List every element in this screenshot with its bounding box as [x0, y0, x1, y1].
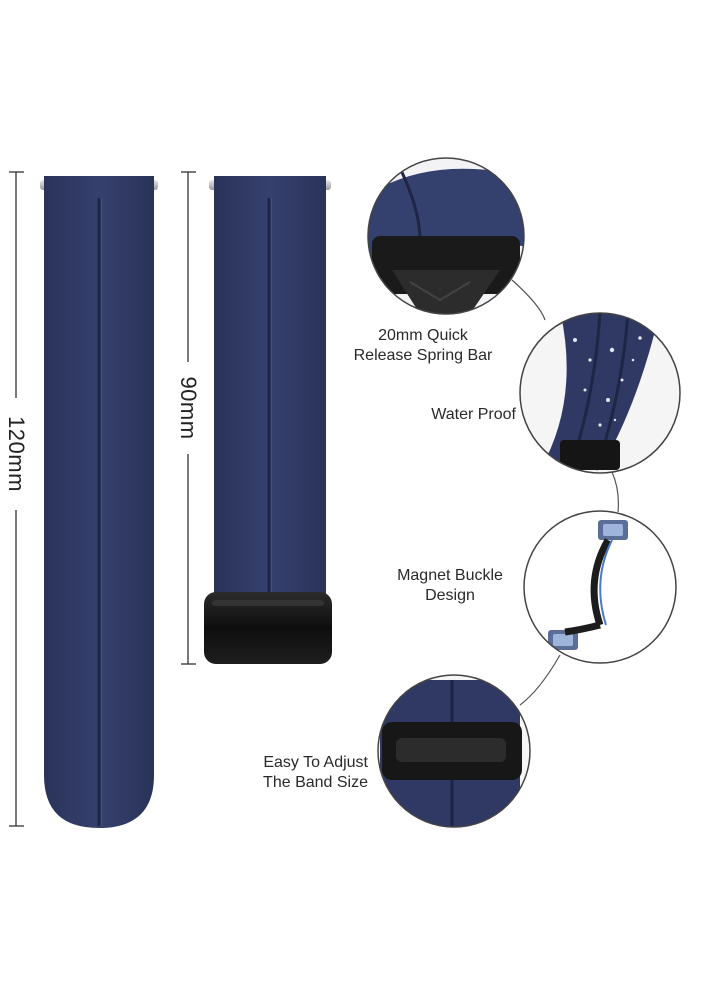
magnet-buckle-piece: [204, 592, 332, 664]
length-120mm-label: 120mm: [4, 416, 29, 492]
water-proof-label: Water Proof: [398, 405, 516, 425]
water-proof-label-line1: Water Proof: [431, 406, 516, 423]
spring-bar-label-line2: Release Spring Bar: [353, 347, 493, 364]
water-proof-closeup: [519, 312, 681, 474]
connector-lines: [511, 279, 619, 706]
adjust-size-label: Easy To Adjust The Band Size: [224, 753, 368, 793]
magnet-buckle-label-line2: Design: [425, 587, 475, 604]
spring-bar-label-line1: 20mm Quick: [378, 327, 468, 344]
magnet-buckle-label-line1: Magnet Buckle: [397, 567, 503, 584]
spring-bar-label: 20mm Quick Release Spring Bar: [342, 326, 504, 366]
spring-bar-closeup: [367, 157, 525, 315]
adjust-size-label-line1: Easy To Adjust: [263, 754, 368, 771]
adjust-size-closeup: [377, 674, 531, 828]
long-band-strap: [40, 176, 158, 828]
magnet-buckle-label: Magnet Buckle Design: [380, 566, 520, 606]
length-90mm-label: 90mm: [176, 376, 201, 440]
magnet-buckle-closeup: [523, 510, 677, 664]
adjust-size-label-line2: The Band Size: [263, 774, 368, 791]
short-band-strap: [204, 176, 332, 664]
